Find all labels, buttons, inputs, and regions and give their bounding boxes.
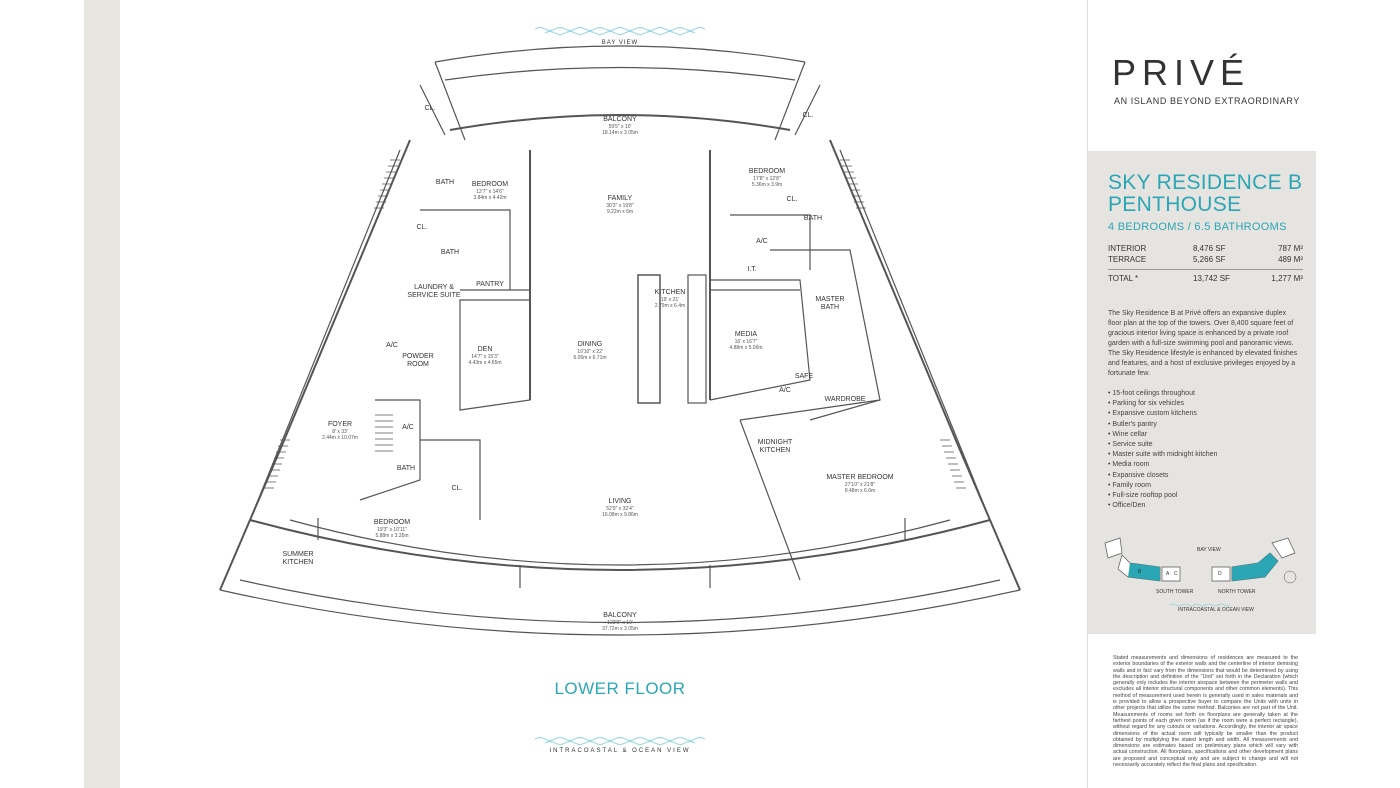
- key-plan-bay-view: BAY VIEW: [1197, 547, 1221, 553]
- area-divider: [1108, 269, 1303, 270]
- room-wardrobe: WARDROBE: [824, 396, 866, 403]
- feature-item: 15-foot ceilings throughout: [1108, 389, 1298, 399]
- stairs: [264, 159, 966, 489]
- legal-disclaimer: Stated measurements and dimensions of re…: [1113, 655, 1298, 769]
- room-cl-nw: CL.: [416, 224, 428, 231]
- key-plan-north-tower: NORTH TOWER: [1218, 589, 1256, 595]
- left-margin-strip: [84, 0, 120, 788]
- room-cl-ne: CL.: [786, 196, 798, 203]
- room-safe: SAFE: [794, 373, 814, 380]
- feature-item: Butler's pantry: [1108, 420, 1298, 430]
- room-ac-e: A/C: [779, 387, 791, 394]
- feature-item: Expansive closets: [1108, 471, 1298, 481]
- feature-item: Wine cellar: [1108, 430, 1298, 440]
- room-bath-ne: BATH: [803, 215, 823, 222]
- feature-item: Family room: [1108, 481, 1298, 491]
- key-plan-south-tower: SOUTH TOWER: [1156, 589, 1194, 595]
- wave-ornament-top: [534, 27, 706, 35]
- feature-item: Full-size rooftop pool: [1108, 491, 1298, 501]
- key-plan-unit-c: C: [1174, 571, 1178, 577]
- room-cl-top-left: CL.: [424, 105, 436, 112]
- right-margin: [1316, 0, 1400, 788]
- floor-plan-drawing: [219, 27, 1021, 745]
- logo-area: PRIVÉ AN ISLAND BEYOND EXTRAORDINARY: [1088, 0, 1317, 150]
- feature-item: Office/Den: [1108, 501, 1298, 511]
- room-cl-top-right: CL.: [802, 112, 814, 119]
- feature-item: Master suite with midnight kitchen: [1108, 450, 1298, 460]
- room-laundry: LAUNDRY &SERVICE SUITE: [407, 284, 461, 299]
- residence-description: The Sky Residence B at Privé offers an e…: [1108, 310, 1298, 377]
- room-ac-w: A/C: [386, 342, 398, 349]
- key-plan-bottom-view: INTRACOASTAL & OCEAN VIEW: [1178, 607, 1254, 613]
- key-plan-highlight-north: [1232, 553, 1278, 581]
- view-label-top: BAY VIEW: [601, 40, 639, 46]
- room-ac-ne: A/C: [756, 238, 768, 245]
- room-ac-sw: A/C: [402, 424, 414, 431]
- feature-item: Parking for six vehicles: [1108, 399, 1298, 409]
- key-plan-unit-b: B: [1138, 569, 1142, 575]
- key-plan-drawing: [1104, 537, 1297, 607]
- key-plan-unit-a: A: [1166, 571, 1170, 577]
- feature-item: Media room: [1108, 460, 1298, 470]
- floor-title: LOWER FLOOR: [554, 679, 686, 698]
- feature-item: Service suite: [1108, 440, 1298, 450]
- view-label-bottom: INTRACOASTAL & OCEAN VIEW: [549, 748, 691, 754]
- room-bath-nw1: BATH: [435, 179, 455, 186]
- feature-list: 15-foot ceilings throughout Parking for …: [1108, 389, 1298, 511]
- brand-tagline: AN ISLAND BEYOND EXTRAORDINARY: [1114, 96, 1300, 106]
- room-bath-sw: BATH: [396, 465, 416, 472]
- info-sidebar: PRIVÉ AN ISLAND BEYOND EXTRAORDINARY SKY…: [1087, 0, 1317, 788]
- room-bath-nw2: BATH: [440, 249, 460, 256]
- room-it: I.T.: [747, 266, 757, 273]
- key-plan: BAY VIEW SOUTH TOWER NORTH TOWER INTRACO…: [1100, 533, 1305, 623]
- compass-icon: [1283, 570, 1297, 584]
- residence-subtitle: 4 BEDROOMS / 6.5 BATHROOMS: [1108, 221, 1287, 233]
- feature-item: Expansive custom kitchens: [1108, 409, 1298, 419]
- brand-logo: PRIVÉ: [1112, 52, 1251, 93]
- key-plan-unit-d: D: [1218, 571, 1222, 577]
- wave-ornament-bottom: [534, 737, 706, 745]
- key-plan-highlight-south: [1128, 563, 1160, 581]
- room-cl-sw: CL.: [451, 485, 463, 492]
- room-pantry: PANTRY: [476, 281, 504, 288]
